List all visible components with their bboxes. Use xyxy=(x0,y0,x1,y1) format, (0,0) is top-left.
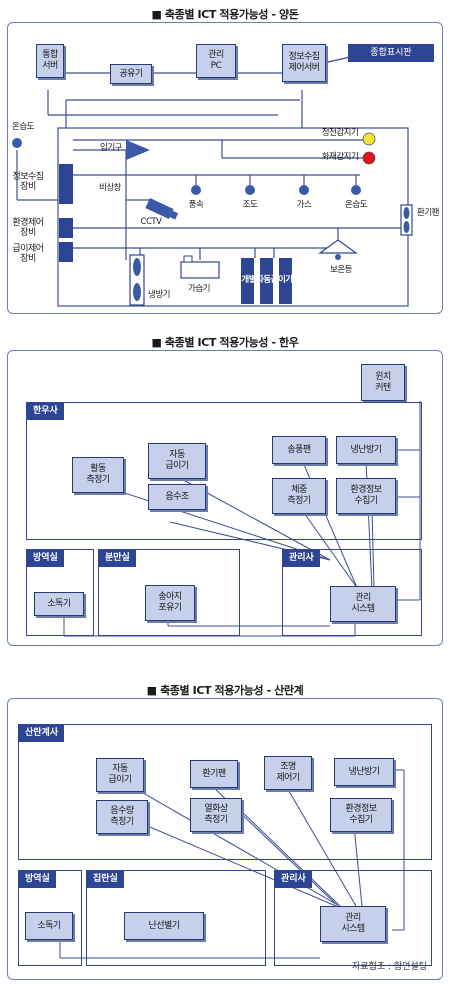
heat-lamp-label: 보온등 xyxy=(330,265,352,275)
info-equipment-label: 정보수집 장비 xyxy=(12,172,44,192)
env-collector-box: 환경정보 수집기 xyxy=(336,478,396,514)
poultry-hvac-box: 냉난방기 xyxy=(334,758,394,786)
individual-feeder-label: 개별자동급이기 xyxy=(241,275,293,285)
poultry-admin-system-box: 관리 시스템 xyxy=(320,906,386,942)
fan-label: 환기팬 xyxy=(417,208,439,218)
auto-feeder-box: 자동 급이기 xyxy=(148,443,206,479)
ventilation-fan-box: 환기팬 xyxy=(190,760,238,788)
humidifier-label: 가습기 xyxy=(188,284,210,294)
poultry-auto-feeder-box: 자동 급이기 xyxy=(96,758,144,792)
poultry-quarantine-header: 방역실 xyxy=(19,871,56,888)
cattle-admin-area xyxy=(282,549,422,636)
birthing-room-area xyxy=(98,549,240,636)
pig-section-title: ■ 축종별 ICT 적용가능성 - 양돈 xyxy=(151,8,299,21)
poultry-quarantine-area xyxy=(18,870,82,966)
cattle-barn-area xyxy=(26,402,422,540)
cctv-label: CCTV xyxy=(140,217,162,227)
cattle-admin-header: 관리사 xyxy=(283,550,320,567)
water-meter-box: 음수량 측정기 xyxy=(96,800,148,834)
lighting-controller-box: 조명 제어기 xyxy=(264,756,312,790)
admin-pc-box: 관리 PC xyxy=(196,44,236,78)
info-control-server-box: 정보수집 제어서버 xyxy=(282,44,326,82)
light-sensor-label: 조도 xyxy=(242,200,258,210)
egg-room-header: 집란실 xyxy=(87,871,124,888)
gas-sensor-label: 가스 xyxy=(296,200,312,210)
winch-curtain-box: 윈치 커텐 xyxy=(361,364,405,401)
poultry-env-collector-box: 환경정보 수집기 xyxy=(330,798,392,832)
thermal-camera-box: 열화상 측정기 xyxy=(190,798,242,832)
cooler-label: 냉방기 xyxy=(148,290,170,300)
weight-scale-box: 체중 측정기 xyxy=(272,478,326,514)
outside-sensor-label: 온습도 xyxy=(12,122,34,132)
poultry-admin-area xyxy=(274,870,432,966)
poultry-admin-header: 관리사 xyxy=(275,871,312,888)
blower-fan-box: 송풍팬 xyxy=(272,436,326,464)
calf-feeder-box: 송아지 포유기 xyxy=(145,585,195,621)
poultry-barn-header: 산란계사 xyxy=(19,725,65,742)
wind-sensor-label: 풍속 xyxy=(188,200,204,210)
birthing-room-header: 분만실 xyxy=(99,550,136,567)
source-credit: 자료협조 : 함언설팅 xyxy=(352,962,427,972)
fire-sensor-label: 화재감지기 xyxy=(321,152,359,162)
cattle-section-title: ■ 축종별 ICT 적용가능성 - 한우 xyxy=(151,336,299,349)
cattle-quarantine-area xyxy=(26,549,94,636)
egg-room-area xyxy=(86,870,266,966)
env-control-label: 환경제어 장비 xyxy=(12,218,44,238)
emergency-window-label: 비상창 xyxy=(99,183,121,193)
inlet-label: 입기구 xyxy=(100,143,122,153)
router-box: 공유기 xyxy=(110,64,152,84)
poultry-section-title: ■ 축종별 ICT 적용가능성 - 산란계 xyxy=(146,684,304,697)
water-trough-box: 음수조 xyxy=(148,484,206,510)
humidity-sensor-label: 온습도 xyxy=(345,200,367,210)
env-control-unit xyxy=(59,218,73,238)
feed-control-unit xyxy=(59,242,73,262)
poultry-disinfector-box: 소독기 xyxy=(25,912,73,940)
poultry-barn-area xyxy=(18,724,432,860)
display-board: 종합표시판 xyxy=(348,44,434,62)
cattle-barn-header: 한우사 xyxy=(27,403,64,420)
hvac-box: 냉난방기 xyxy=(336,436,396,464)
individual-feeder-group: 개별자동급이기 xyxy=(241,258,301,304)
cattle-admin-system-box: 관리 시스템 xyxy=(330,586,396,622)
feed-control-label: 급이제어 장비 xyxy=(12,244,44,264)
integrated-server-box: 통합 서버 xyxy=(36,44,64,78)
power-sensor-label: 정전감지기 xyxy=(321,128,359,138)
cattle-quarantine-header: 방역실 xyxy=(27,550,64,567)
cattle-disinfector-box: 소독기 xyxy=(34,592,84,616)
info-equipment-unit xyxy=(59,164,73,204)
activity-meter-box: 활동 측정기 xyxy=(72,457,124,493)
egg-sorter-box: 난선별기 xyxy=(124,912,204,940)
